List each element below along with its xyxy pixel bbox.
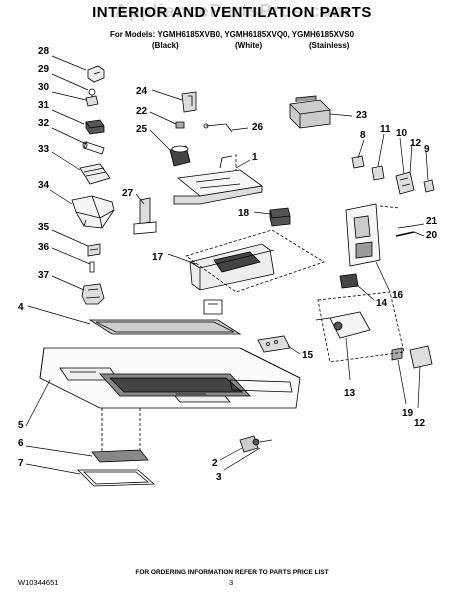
part-24-bracket bbox=[181, 91, 197, 113]
callout-12-top: 12 bbox=[410, 138, 422, 149]
part-30-clip bbox=[85, 95, 99, 107]
callout-1: 1 bbox=[252, 152, 258, 163]
part-27-waveguide bbox=[133, 197, 157, 235]
callout-12-bottom: 12 bbox=[414, 418, 426, 429]
callout-26: 26 bbox=[252, 122, 264, 133]
callout-30: 30 bbox=[38, 82, 50, 93]
part-15-terminal bbox=[257, 335, 291, 353]
callout-28: 28 bbox=[38, 46, 50, 57]
guide-box-17 bbox=[185, 229, 325, 293]
callout-29: 29 bbox=[38, 64, 50, 75]
callout-10: 10 bbox=[396, 128, 408, 139]
part-12-switch bbox=[391, 345, 433, 369]
color-white: (White) bbox=[235, 41, 263, 50]
callout-22: 22 bbox=[136, 106, 148, 117]
callout-2: 2 bbox=[212, 458, 218, 469]
part-33-filter bbox=[79, 163, 111, 185]
callout-20: 20 bbox=[426, 230, 438, 241]
part-22-clip bbox=[175, 121, 185, 129]
part-17-bracket bbox=[203, 299, 223, 315]
part-10-switch-assy bbox=[395, 171, 415, 195]
part-18-block bbox=[269, 207, 291, 227]
callout-37: 37 bbox=[38, 270, 50, 281]
callout-17: 17 bbox=[152, 252, 164, 263]
part-34-damper bbox=[71, 195, 115, 229]
part-31-block bbox=[85, 119, 105, 135]
part-21-wire bbox=[395, 225, 415, 237]
leader-lines bbox=[25, 55, 429, 475]
callout-25: 25 bbox=[136, 124, 148, 135]
part-14-relay bbox=[339, 273, 359, 289]
part-6-lens bbox=[91, 449, 149, 463]
part-28-bracket bbox=[87, 65, 105, 83]
callout-7: 7 bbox=[18, 458, 24, 469]
callout-8: 8 bbox=[360, 130, 366, 141]
callout-15: 15 bbox=[302, 350, 314, 361]
part-32-cylinder bbox=[82, 141, 105, 155]
callout-16: 16 bbox=[392, 290, 404, 301]
callout-33: 33 bbox=[38, 144, 50, 155]
part-2-socket bbox=[239, 435, 273, 453]
color-black: (Black) bbox=[152, 41, 179, 50]
callout-9: 9 bbox=[424, 144, 430, 155]
part-drawings bbox=[39, 65, 435, 487]
page-number: 3 bbox=[229, 578, 234, 587]
color-stainless: (Stainless) bbox=[309, 41, 350, 50]
part-37-motor bbox=[81, 283, 105, 305]
part-16-panel bbox=[345, 203, 381, 267]
part-13-motor bbox=[315, 311, 371, 339]
part-35-clip bbox=[87, 243, 101, 257]
callout-21: 21 bbox=[426, 216, 438, 227]
callout-5: 5 bbox=[18, 420, 24, 431]
callout-18: 18 bbox=[238, 208, 250, 219]
part-4-filter-panel bbox=[88, 319, 242, 335]
part-9-cap bbox=[423, 179, 435, 193]
part-17-duct bbox=[189, 243, 275, 291]
document-number: W10344651 bbox=[18, 578, 59, 587]
callout-labels: 28 29 30 31 32 33 34 35 36 37 4 5 6 7 24… bbox=[18, 46, 438, 483]
callout-6: 6 bbox=[18, 438, 24, 449]
watermark: AppliancePartsPros.com bbox=[114, 1, 350, 21]
callout-4: 4 bbox=[18, 302, 24, 313]
callout-24: 24 bbox=[136, 86, 148, 97]
callout-32: 32 bbox=[38, 118, 50, 129]
callout-19: 19 bbox=[402, 408, 414, 419]
ordering-note: FOR ORDERING INFORMATION REFER TO PARTS … bbox=[135, 569, 329, 576]
callout-31: 31 bbox=[38, 100, 50, 111]
callout-36: 36 bbox=[38, 242, 50, 253]
page-title: INTERIOR AND VENTILATION PARTS bbox=[92, 4, 372, 21]
part-7-cover bbox=[77, 469, 156, 487]
guide-lines-left bbox=[101, 408, 141, 452]
callout-27: 27 bbox=[122, 188, 134, 199]
part-1-base bbox=[173, 155, 264, 205]
callout-13: 13 bbox=[344, 388, 356, 399]
callout-35: 35 bbox=[38, 222, 50, 233]
guide-lines-right bbox=[235, 154, 405, 363]
model-list: For Models: YGMH6185XVB0, YGMH6185XVQ0, … bbox=[109, 30, 355, 39]
part-26-sensor bbox=[203, 123, 233, 133]
part-5-bottom-plate bbox=[39, 347, 301, 409]
part-25-capacitor bbox=[169, 145, 191, 167]
part-36-pin bbox=[89, 261, 95, 273]
callout-14: 14 bbox=[376, 298, 388, 309]
part-11-switch bbox=[371, 165, 385, 181]
callout-23: 23 bbox=[356, 110, 368, 121]
callout-34: 34 bbox=[38, 180, 50, 191]
callout-3: 3 bbox=[216, 472, 222, 483]
callout-11: 11 bbox=[380, 124, 391, 135]
part-23-transformer bbox=[289, 95, 331, 129]
